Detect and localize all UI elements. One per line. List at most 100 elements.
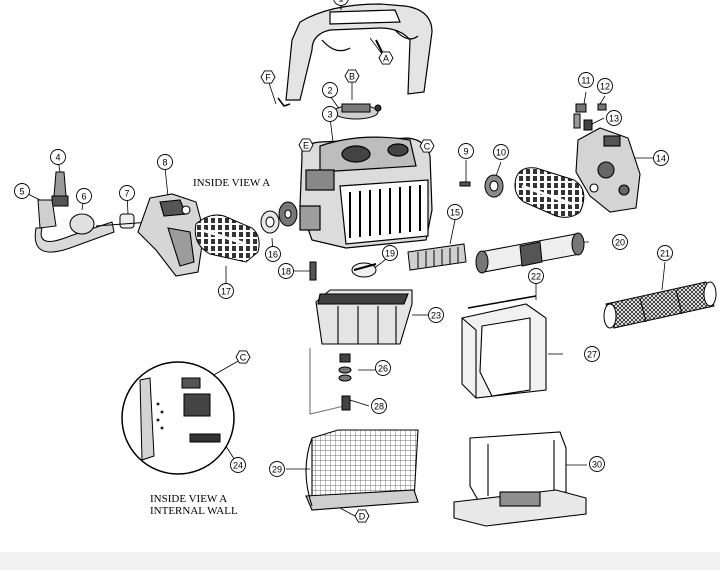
footer-bar: [0, 552, 720, 570]
callout-badge: [230, 457, 246, 473]
part-28: [341, 395, 351, 411]
callout-label: 8: [162, 158, 167, 168]
callout-badge: [333, 0, 349, 6]
callout-part-8: 8: [157, 154, 173, 170]
callout-part-7: 7: [119, 185, 135, 201]
callout-label: F: [265, 73, 271, 83]
inset-magnifier: [121, 361, 235, 475]
clip-parts-11-13: [573, 103, 607, 131]
callout-badge: [612, 234, 628, 250]
callout-badge: [298, 138, 314, 152]
callout-badge: [371, 398, 387, 414]
callout-badge: [447, 204, 463, 220]
callout-badge: [584, 346, 600, 362]
callout-letter-d: D: [354, 509, 370, 523]
callout-badge: [606, 110, 622, 126]
callout-badge: [354, 509, 370, 523]
callout-label: 19: [385, 249, 395, 259]
pulley-part-10: [484, 174, 504, 198]
callout-badge: [589, 456, 605, 472]
callout-badge: [260, 70, 276, 84]
main-body: [299, 136, 433, 249]
callout-badge: [278, 263, 294, 279]
callout-part-19: 19: [382, 245, 398, 261]
callout-part-23: 23: [428, 307, 444, 323]
callout-part-12: 12: [597, 78, 613, 94]
callout-label: 22: [531, 272, 541, 282]
callout-label: C: [240, 353, 247, 363]
callout-label: 29: [272, 465, 282, 475]
callout-badge: [76, 188, 92, 204]
callout-label: 24: [233, 461, 243, 471]
callout-label: 18: [281, 267, 291, 277]
filter-card-27: [461, 295, 547, 399]
callout-letter-c: C: [419, 139, 435, 153]
callout-part-14: 14: [653, 150, 669, 166]
callout-part-15: 15: [447, 204, 463, 220]
callout-badge: [653, 150, 669, 166]
callout-badge: [375, 360, 391, 376]
caption-inside-view-a: INSIDE VIEW A: [193, 177, 270, 189]
callout-part-3: 3: [322, 106, 338, 122]
callout-markers: 1234567891011121314151617181920212223242…: [14, 0, 673, 523]
callout-badge: [493, 144, 509, 160]
callout-label: 2: [327, 86, 332, 96]
top-bezel-part: [277, 39, 383, 120]
callout-label: B: [349, 72, 355, 82]
brush-holder-15: [407, 243, 467, 271]
callout-badge: [157, 154, 173, 170]
callout-part-17: 17: [218, 283, 234, 299]
callout-label: 15: [450, 208, 460, 218]
bushing-16: [260, 201, 298, 234]
callout-part-21: 21: [657, 245, 673, 261]
callout-label: 20: [615, 238, 625, 248]
callout-badge: [382, 245, 398, 261]
callout-badge: [322, 82, 338, 98]
callout-badge: [428, 307, 444, 323]
callout-part-29: 29: [269, 461, 285, 477]
callout-badge: [218, 283, 234, 299]
callout-label: 12: [600, 82, 610, 92]
filter-housing-23: [309, 289, 413, 415]
right-track: [514, 167, 585, 218]
callout-label: 30: [592, 460, 602, 470]
part-19: [351, 262, 377, 278]
part-18: [309, 261, 317, 281]
exploded-parts-diagram: INSIDE VIEW A INSIDE VIEW A INTERNAL WAL…: [14, 0, 717, 527]
callout-label: 4: [55, 153, 60, 163]
filter-frame-30: [453, 431, 587, 527]
filter-basket-29: [305, 429, 419, 511]
callout-badge: [528, 268, 544, 284]
callout-part-26: 26: [375, 360, 391, 376]
callout-label: 1: [338, 0, 343, 4]
callout-badge: [597, 78, 613, 94]
callout-badge: [14, 183, 30, 199]
callout-badge: [50, 149, 66, 165]
callout-part-11: 11: [578, 72, 594, 88]
callout-badge: [578, 72, 594, 88]
callout-part-1: 1: [333, 0, 349, 6]
roller-20: [475, 232, 585, 274]
callout-label: A: [383, 54, 389, 64]
callout-label: 9: [463, 147, 468, 157]
left-side-cover: [137, 193, 205, 277]
left-track: [194, 214, 260, 263]
body-vent-grille: [349, 185, 421, 238]
callout-part-24: 24: [230, 457, 246, 473]
callout-letter-c: C: [235, 350, 251, 364]
callout-part-27: 27: [584, 346, 600, 362]
callout-badge: [235, 350, 251, 364]
brush-21: [603, 281, 717, 329]
callout-letter-f: F: [260, 70, 276, 84]
callout-part-22: 22: [528, 268, 544, 284]
callout-label: D: [359, 512, 366, 522]
callout-label: 5: [19, 187, 24, 197]
valve-parts-26: [338, 353, 352, 382]
inset-caption-line1: INSIDE VIEW A: [150, 493, 227, 505]
callout-badge: [344, 69, 360, 83]
callout-part-16: 16: [265, 246, 281, 262]
callout-badge: [419, 139, 435, 153]
callout-label: 14: [656, 154, 666, 164]
callout-part-13: 13: [606, 110, 622, 126]
callout-label: 3: [327, 110, 332, 120]
